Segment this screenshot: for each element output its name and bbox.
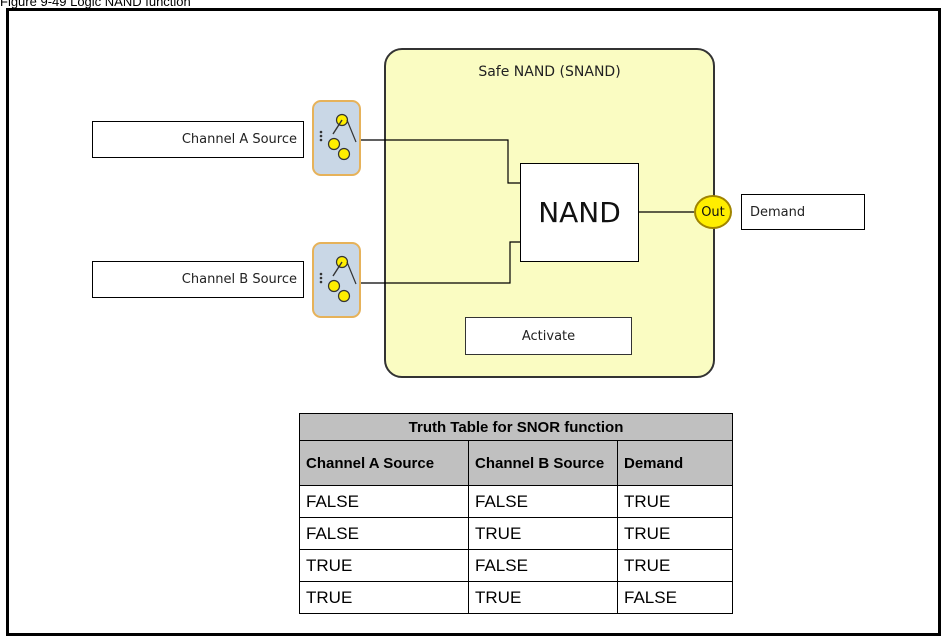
block-title: Safe NAND (SNAND) <box>478 64 621 80</box>
demand-output-box: Demand <box>741 194 865 230</box>
output-pin: Out <box>694 195 732 229</box>
table-cell: TRUE <box>617 485 733 518</box>
table-cell: TRUE <box>617 549 733 582</box>
truth-table-header-a: Channel A Source <box>299 440 469 486</box>
table-row: TRUE FALSE TRUE <box>299 549 733 582</box>
truth-table-title: Truth Table for SNOR function <box>299 413 733 441</box>
table-row: FALSE FALSE TRUE <box>299 485 733 518</box>
figure-caption: Figure 9-49 Logic NAND function <box>0 0 191 9</box>
table-cell: TRUE <box>299 581 469 614</box>
table-cell: FALSE <box>299 517 469 550</box>
nand-function-box: NAND <box>520 163 639 262</box>
input-switch-b-icon <box>312 242 361 318</box>
channel-a-source-box: Channel A Source <box>92 121 304 158</box>
figure-border <box>6 8 941 636</box>
table-cell: TRUE <box>468 581 618 614</box>
switch-b-glyph-icon <box>319 255 357 303</box>
table-cell: TRUE <box>617 517 733 550</box>
truth-table-header-demand: Demand <box>617 440 733 486</box>
table-cell: TRUE <box>468 517 618 550</box>
table-row: TRUE TRUE FALSE <box>299 581 733 614</box>
table-cell: FALSE <box>299 485 469 518</box>
table-cell: TRUE <box>299 549 469 582</box>
input-switch-a-icon <box>312 100 361 176</box>
truth-table: Truth Table for SNOR function Channel A … <box>299 413 733 614</box>
channel-b-source-box: Channel B Source <box>92 261 304 298</box>
table-cell: FALSE <box>617 581 733 614</box>
table-cell: FALSE <box>468 485 618 518</box>
table-row: FALSE TRUE TRUE <box>299 517 733 550</box>
table-cell: FALSE <box>468 549 618 582</box>
switch-a-glyph-icon <box>319 113 357 161</box>
truth-table-header-b: Channel B Source <box>468 440 618 486</box>
activate-input-box: Activate <box>465 317 632 355</box>
